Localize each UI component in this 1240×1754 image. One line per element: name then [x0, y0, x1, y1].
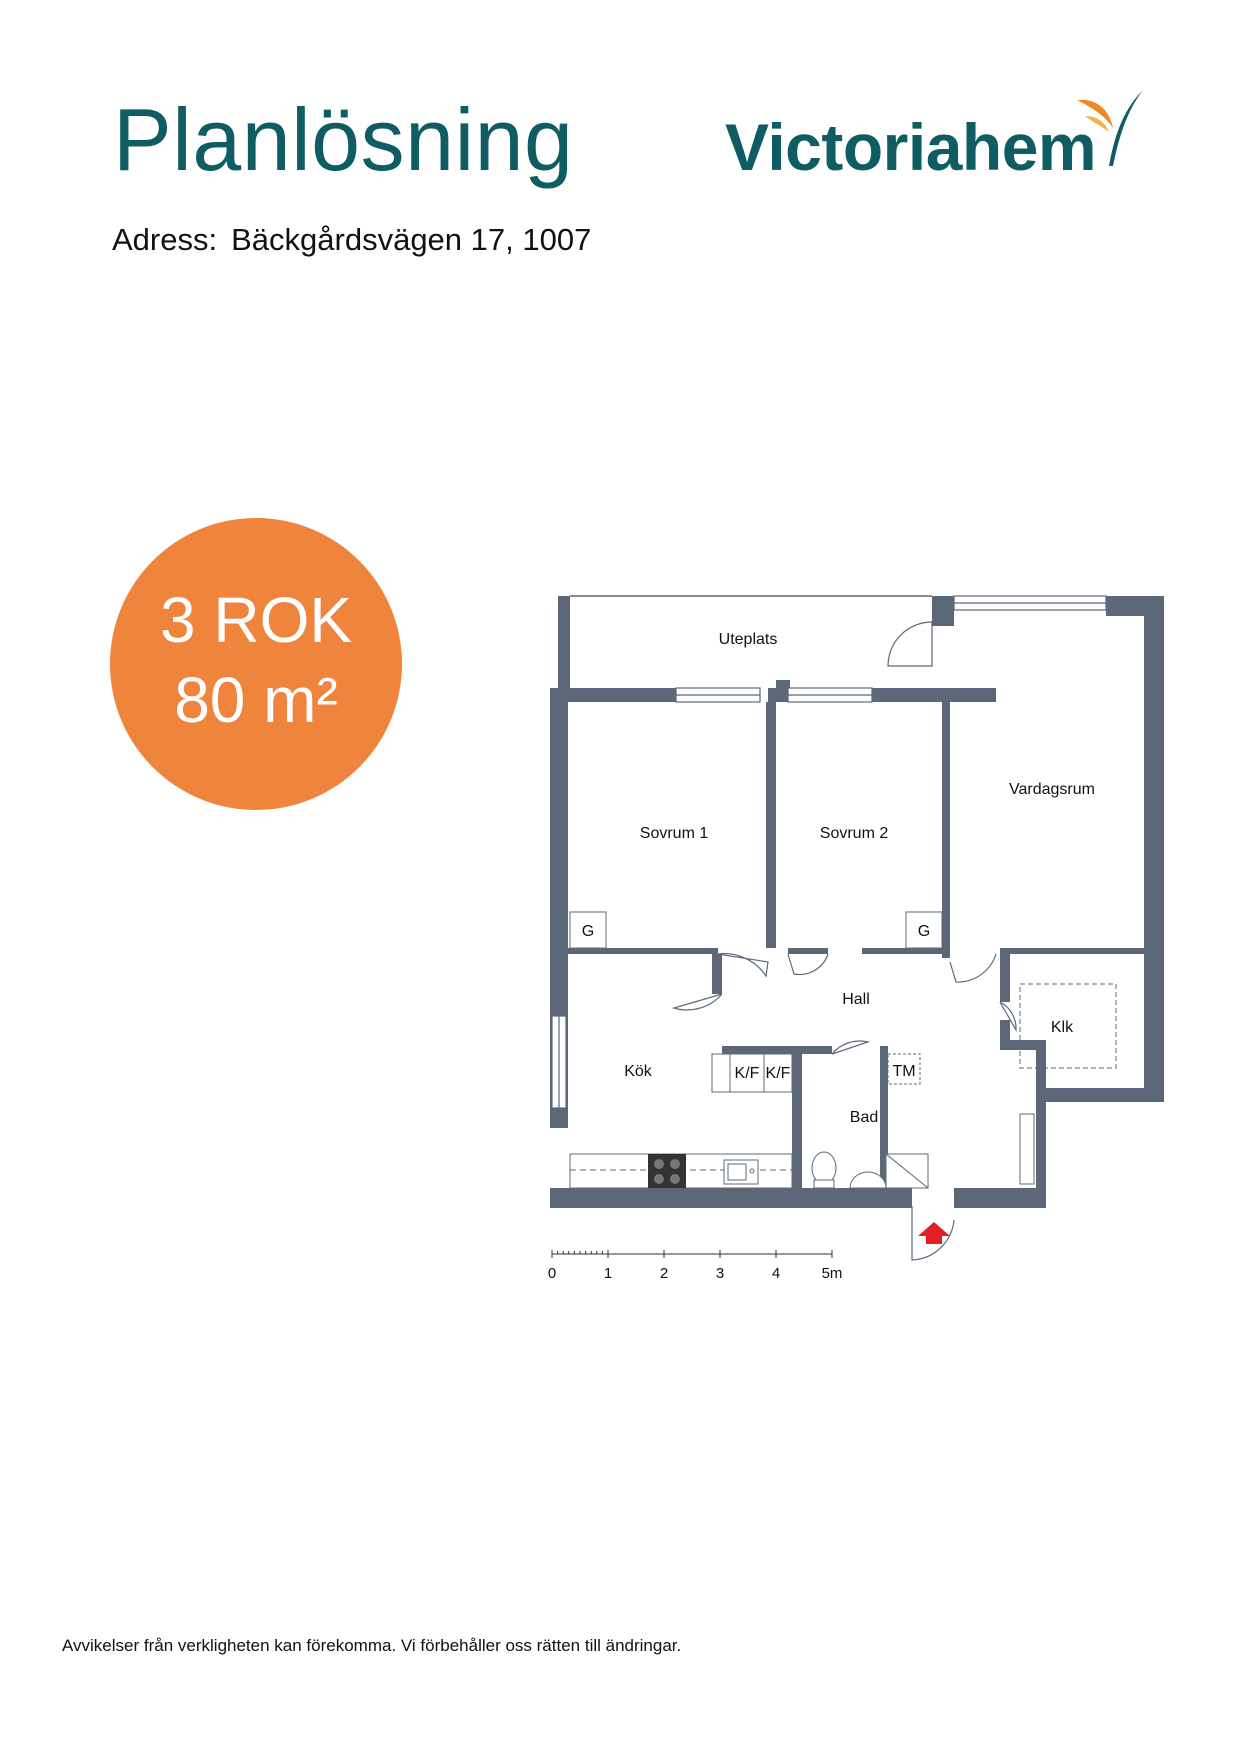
address-label: Adress: — [112, 222, 218, 257]
fridge-freezer-2 — [763, 1053, 793, 1093]
apartment-size-badge: 3 ROK 80 m² — [110, 518, 402, 810]
brand-logo: Victoriahem — [725, 86, 1145, 196]
room-label-kok: Kök — [624, 1063, 653, 1080]
address-line: Adress: Bäckgårdsvägen 17, 1007 — [112, 224, 591, 255]
room-label-klk: Klk — [1051, 1019, 1074, 1036]
page-title: Planlösning — [113, 90, 574, 189]
wardrobe-label-2: G — [918, 923, 930, 940]
fridge-freezer-1 — [729, 1053, 765, 1093]
scale-tick-label: 1 — [604, 1265, 612, 1282]
floor-area: 80 m² — [174, 664, 338, 736]
entrance-arrow-icon — [918, 1222, 950, 1244]
washer-dryer — [887, 1053, 921, 1085]
fridge-freezer-label-2: K/F — [766, 1065, 791, 1082]
fridge-freezer-label-1: K/F — [735, 1065, 760, 1082]
disclaimer: Avvikelser från verkligheten kan förekom… — [62, 1636, 682, 1655]
room-label-uteplats: Uteplats — [719, 631, 778, 648]
room-label-sovrum1: Sovrum 1 — [640, 825, 709, 842]
room-label-hall: Hall — [842, 991, 870, 1008]
toilet-tank — [813, 1179, 835, 1189]
brand-name: Victoriahem — [725, 110, 1097, 184]
kitchen-sink-icon — [723, 1159, 759, 1185]
wardrobe-2 — [905, 911, 943, 949]
wardrobe-1 — [569, 911, 607, 949]
toilet-icon — [811, 1151, 837, 1185]
room-label-bad: Bad — [850, 1109, 878, 1126]
wardrobe-label-1: G — [582, 923, 594, 940]
walls — [550, 596, 1164, 1208]
room-label-sovrum2: Sovrum 2 — [820, 825, 889, 842]
scale-tick-label: 2 — [660, 1265, 668, 1282]
scale-bar — [551, 1250, 833, 1258]
floor-plan: Uteplats Sovrum 1 Sovrum 2 Vardagsrum Ha… — [548, 595, 1164, 1282]
windows — [551, 595, 1107, 1109]
room-count: 3 ROK — [159, 584, 353, 656]
hall-closet — [1019, 1113, 1035, 1185]
washbasin-icon — [849, 1171, 887, 1189]
scale-tick-label: 3 — [716, 1265, 724, 1282]
kitchen-cabinet — [711, 1053, 731, 1093]
scale-tick-label: 5m — [822, 1265, 843, 1282]
scale-tick-label: 4 — [772, 1265, 780, 1282]
room-label-vardagsrum: Vardagsrum — [1009, 781, 1095, 798]
logo-swoosh-icon — [1077, 90, 1143, 166]
door-swings — [671, 621, 1017, 1261]
washer-dryer-label: TM — [892, 1063, 915, 1080]
stove-icon — [648, 1154, 686, 1188]
address-value: Bäckgårdsvägen 17, 1007 — [231, 222, 592, 257]
scale-tick-label: 0 — [548, 1265, 556, 1282]
